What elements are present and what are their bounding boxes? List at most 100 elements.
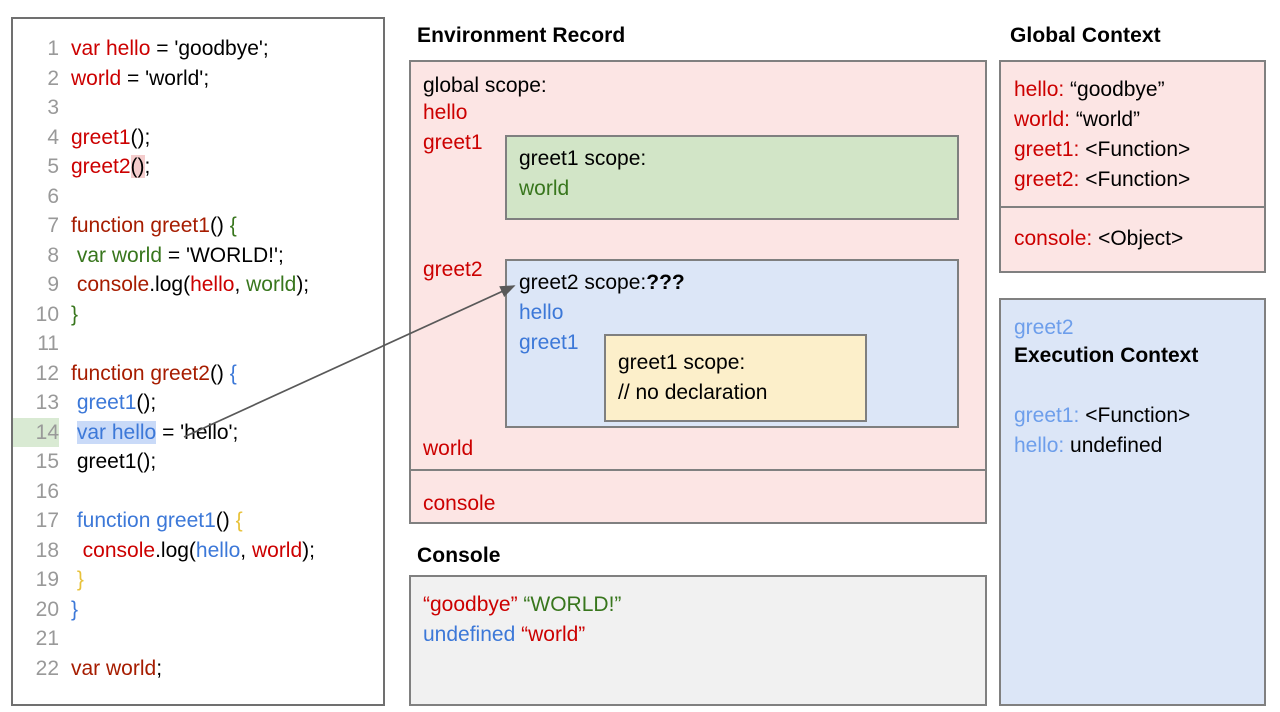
code-token: } (71, 597, 79, 621)
code-line-number: 3 (47, 96, 59, 119)
console-token: undefined (423, 623, 516, 646)
code-line-number: 7 (47, 214, 59, 237)
code-line-number: 8 (47, 243, 59, 267)
global-context-value: <Function> (1085, 168, 1191, 191)
inner-greet1-scope-title: greet1 scope: (618, 351, 746, 374)
code-line-number: 20 (35, 597, 59, 621)
code-line-text: var hello = 'goodbye'; (59, 34, 269, 64)
code-token: } (71, 302, 79, 326)
global-context-value: <Function> (1085, 138, 1191, 161)
code-token: .log( (149, 273, 191, 296)
greet2-scope-entry-greet1: greet1 (519, 331, 579, 354)
er-binding-world: world (423, 437, 474, 460)
code-token: ; (156, 656, 163, 680)
code-token: () (130, 155, 145, 178)
code-token: = 'hello'; (156, 420, 239, 444)
console-output-row: undefined “world” (423, 623, 585, 647)
code-line[interactable]: 18 console.log(hello, world); (13, 536, 383, 566)
er-binding-console: console (423, 492, 496, 515)
code-line[interactable]: 16 (13, 477, 383, 507)
console-output-row: “goodbye” “WORLD!” (423, 593, 621, 617)
code-line-text: greet1(); (59, 388, 156, 418)
greet2-scope-box: greet2 scope:??? hello greet1 greet1 sco… (505, 259, 959, 428)
code-line[interactable]: 14 var hello = 'hello'; (13, 417, 383, 448)
console-token: “WORLD!” (523, 593, 622, 616)
code-line-number: 16 (35, 479, 59, 503)
code-line-number: 4 (47, 125, 59, 149)
environment-record-title: Environment Record (417, 24, 626, 47)
code-line[interactable]: 15 greet1(); (13, 447, 383, 477)
code-token: 'goodbye'; (174, 37, 269, 60)
code-token: hello (190, 273, 235, 296)
code-token: { (229, 214, 237, 237)
code-line[interactable]: 3 (13, 93, 383, 123)
execution-context-panel: greet2 Execution Context greet1: <Functi… (999, 298, 1266, 706)
global-context-key: console: (1014, 227, 1093, 250)
global-context-console-row: console: <Object> (1014, 227, 1183, 251)
global-context-value: “world” (1075, 108, 1141, 131)
code-line[interactable]: 10} (13, 300, 383, 330)
code-token: () (209, 361, 230, 385)
code-line-number: 18 (35, 538, 59, 562)
code-token: ); (296, 273, 310, 296)
greet1-scope-title: greet1 scope: (519, 147, 647, 170)
code-line-text: } (59, 565, 84, 595)
code-line[interactable]: 22 var world; (13, 654, 383, 684)
code-line-text: function greet1() { (59, 211, 237, 241)
code-token: ; (144, 155, 151, 178)
execution-context-key: hello: (1014, 434, 1065, 457)
code-line-number: 19 (35, 568, 59, 591)
greet1-scope-box: greet1 scope: world (505, 135, 959, 220)
code-line[interactable]: 17 function greet1() { (13, 506, 383, 536)
code-line[interactable]: 9 console.log(hello, world); (13, 270, 383, 300)
code-line-number: 13 (35, 391, 59, 414)
code-token: , (240, 538, 252, 562)
greet2-scope-title: greet2 scope:??? (519, 271, 685, 295)
code-line-number: 6 (47, 184, 59, 208)
code-token: = 'world'; (121, 66, 210, 90)
global-context-key: greet2: (1014, 168, 1080, 191)
inner-greet1-scope-comment: // no declaration (618, 381, 768, 404)
code-line[interactable]: 13 greet1(); (13, 388, 383, 418)
code-line-text: var hello = 'hello'; (59, 418, 238, 448)
execution-context-row: greet1: <Function> (1014, 404, 1190, 428)
code-token: var hello (76, 420, 157, 444)
er-binding-greet2: greet2 (423, 258, 483, 281)
code-line[interactable]: 11 (13, 329, 383, 359)
code-line-number: 21 (35, 627, 59, 650)
code-line[interactable]: 21 (13, 624, 383, 654)
console-panel: “goodbye” “WORLD!” undefined “world” (409, 575, 987, 706)
code-line[interactable]: 20} (13, 595, 383, 625)
code-token: = (150, 37, 175, 60)
code-token: greet1(); (71, 450, 157, 473)
code-token: console (71, 538, 156, 562)
code-line-text: greet1(); (59, 123, 150, 153)
code-line-number: 9 (47, 273, 59, 296)
code-line[interactable]: 8 var world = 'WORLD!'; (13, 241, 383, 271)
code-line[interactable]: 6 (13, 182, 383, 212)
code-line-number: 22 (35, 656, 59, 680)
code-token: function greet2 (71, 361, 210, 385)
code-line[interactable]: 19 } (13, 565, 383, 595)
global-context-value: <Object> (1098, 227, 1184, 250)
greet1-scope-entry-world: world (519, 177, 570, 200)
global-context-row: world: “world” (1014, 108, 1140, 132)
code-token: var world (71, 656, 157, 680)
code-token: .log( (155, 538, 196, 562)
global-context-panel: hello: “goodbye” world: “world” greet1: … (999, 60, 1266, 273)
execution-context-row: hello: undefined (1014, 434, 1162, 458)
global-context-key: world: (1014, 108, 1071, 131)
global-context-key: greet1: (1014, 138, 1080, 161)
code-line-number: 5 (47, 155, 59, 178)
code-token: hello (195, 538, 241, 562)
code-line-number: 14 (13, 417, 59, 447)
global-context-title: Global Context (1010, 24, 1161, 47)
